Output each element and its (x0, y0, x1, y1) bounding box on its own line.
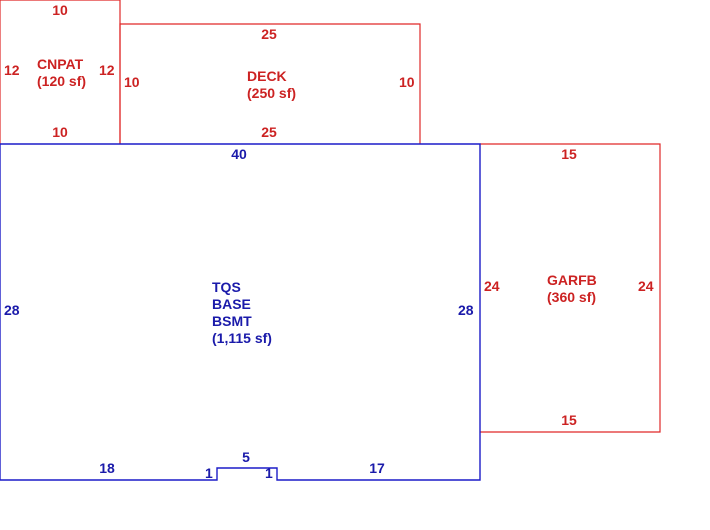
main-bottom-right-dimension: 17 (369, 460, 385, 476)
main-notch-left-dimension: 1 (205, 465, 213, 481)
cnpat-name: CNPAT (37, 56, 84, 72)
deck-left-dimension: 10 (124, 74, 140, 90)
deck-name: DECK (247, 68, 287, 84)
main-area: (1,115 sf) (212, 330, 272, 346)
deck-right-dimension: 10 (399, 74, 415, 90)
main-notch-width-dimension: 5 (242, 449, 250, 465)
cnpat-right-dimension: 12 (99, 62, 115, 78)
garfb-right-dimension: 24 (638, 278, 654, 294)
garfb-name: GARFB (547, 272, 597, 288)
main-outline (0, 143, 481, 481)
garfb-bottom-dimension: 15 (561, 412, 577, 428)
main-name-line3: BSMT (212, 313, 252, 329)
main-left-dimension: 28 (4, 302, 20, 318)
cnpat-left-dimension: 12 (4, 62, 20, 78)
cnpat-top-dimension: 10 (52, 2, 68, 18)
main-right-dimension: 28 (458, 302, 474, 318)
garfb-outline (480, 143, 661, 433)
main-top-dimension: 40 (231, 146, 247, 162)
main-name-line2: BASE (212, 296, 251, 312)
main-notch-right-dimension: 1 (265, 465, 273, 481)
deck-area: (250 sf) (247, 85, 297, 101)
deck-bottom-dimension: 25 (261, 124, 277, 140)
garfb-area: (360 sf) (547, 289, 597, 305)
deck-top-dimension: 25 (261, 26, 277, 42)
deck-outline (119, 23, 421, 144)
main-name-line1: TQS (212, 279, 241, 295)
cnpat-area: (120 sf) (37, 73, 87, 89)
garfb-left-dimension: 24 (484, 278, 500, 294)
garfb-top-dimension: 15 (561, 146, 577, 162)
main-bottom-left-dimension: 18 (99, 460, 115, 476)
cnpat-bottom-dimension: 10 (52, 124, 68, 140)
